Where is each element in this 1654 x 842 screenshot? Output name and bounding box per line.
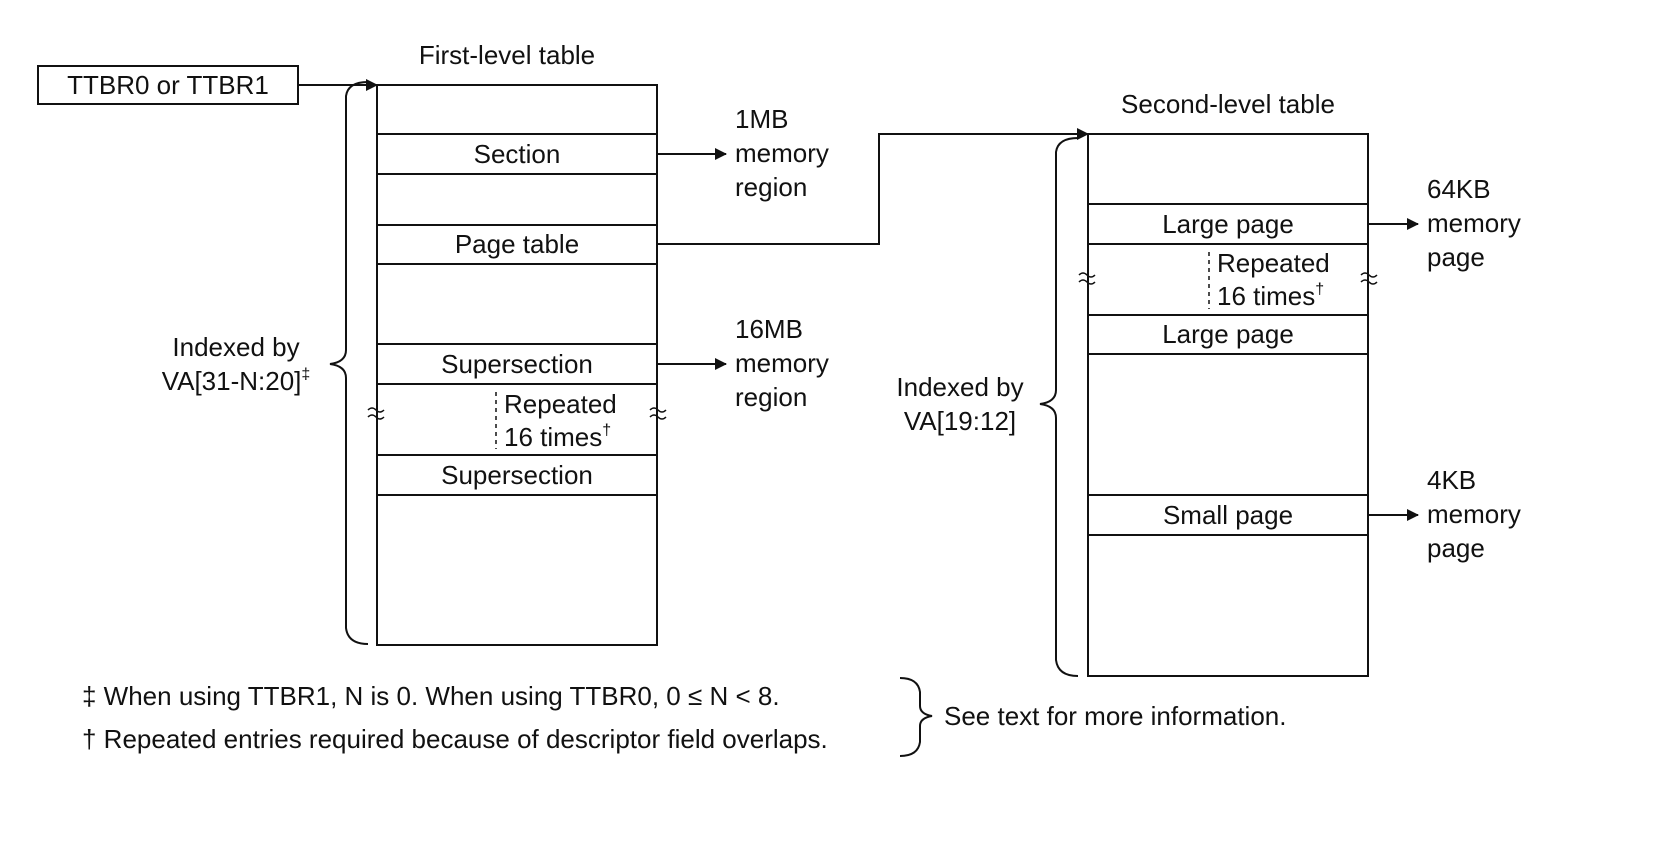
second-repeat-line2: 16 times†	[1217, 281, 1324, 311]
second-repeat-times-text: 16 times	[1217, 281, 1315, 311]
region-1mb-line3: region	[735, 172, 807, 202]
large-page-entry-bottom-label: Large page	[1162, 319, 1294, 349]
first-index-ddagger-mark: ‡	[301, 366, 310, 383]
second-level-brace	[1039, 137, 1079, 677]
page-64kb-line3: page	[1427, 242, 1485, 272]
second-right-break-mark	[1360, 272, 1378, 285]
first-repeat-times-text: 16 times	[504, 422, 602, 452]
section-entry-label: Section	[474, 139, 561, 169]
first-right-break-mark	[649, 407, 667, 420]
second-level-title: Second-level table	[1121, 89, 1335, 119]
second-index-line2: VA[19:12]	[904, 406, 1016, 436]
region-1mb-line1: 1MB	[735, 104, 788, 134]
page-4kb-line1: 4KB	[1427, 465, 1476, 495]
region-1mb-line2: memory	[735, 138, 829, 168]
region-16mb-line1: 16MB	[735, 314, 803, 344]
second-left-break-mark	[1078, 272, 1096, 285]
page-64kb-line1: 64KB	[1427, 174, 1491, 204]
supersection-entry-bottom	[376, 454, 658, 496]
first-level-brace	[329, 81, 369, 645]
page-4kb-line2: memory	[1427, 499, 1521, 529]
small-page-entry-label: Small page	[1163, 500, 1293, 530]
first-level-title: First-level table	[419, 40, 595, 70]
region-16mb-line3: region	[735, 382, 807, 412]
first-index-range-text: VA[31-N:20]	[162, 366, 302, 396]
footnote-ttbr-n: ‡ When using TTBR1, N is 0. When using T…	[82, 681, 780, 711]
page-table-connector	[657, 128, 1089, 245]
first-repeat-dagger-mark: †	[602, 422, 611, 439]
first-repeat-line2: 16 times†	[504, 422, 611, 452]
section-entry	[376, 133, 658, 175]
second-index-line1: Indexed by	[896, 372, 1023, 402]
first-index-line2: VA[31-N:20]‡	[162, 366, 311, 396]
page-64kb-line2: memory	[1427, 208, 1521, 238]
see-text-note: See text for more information.	[944, 701, 1286, 731]
second-repeat-dagger-mark: †	[1315, 281, 1324, 298]
first-left-break-mark	[367, 407, 385, 420]
first-repeat-line1: Repeated	[504, 389, 617, 419]
ttbr-register-label: TTBR0 or TTBR1	[67, 70, 269, 100]
large-page-entry-bottom	[1087, 314, 1369, 355]
large-page-entry-top	[1087, 203, 1369, 245]
supersection-entry-top-label: Supersection	[441, 349, 593, 379]
small-page-entry	[1087, 494, 1369, 536]
page-4kb-line3: page	[1427, 533, 1485, 563]
footnote-repeated-entries: † Repeated entries required because of d…	[82, 724, 828, 754]
second-repeat-line1: Repeated	[1217, 248, 1330, 278]
supersection-entry-bottom-label: Supersection	[441, 460, 593, 490]
page-table-entry-label: Page table	[455, 229, 579, 259]
large-page-entry-top-label: Large page	[1162, 209, 1294, 239]
ttbr-register-box	[37, 65, 299, 105]
region-16mb-line2: memory	[735, 348, 829, 378]
footnote-brace	[899, 677, 933, 757]
first-index-line1: Indexed by	[172, 332, 299, 362]
